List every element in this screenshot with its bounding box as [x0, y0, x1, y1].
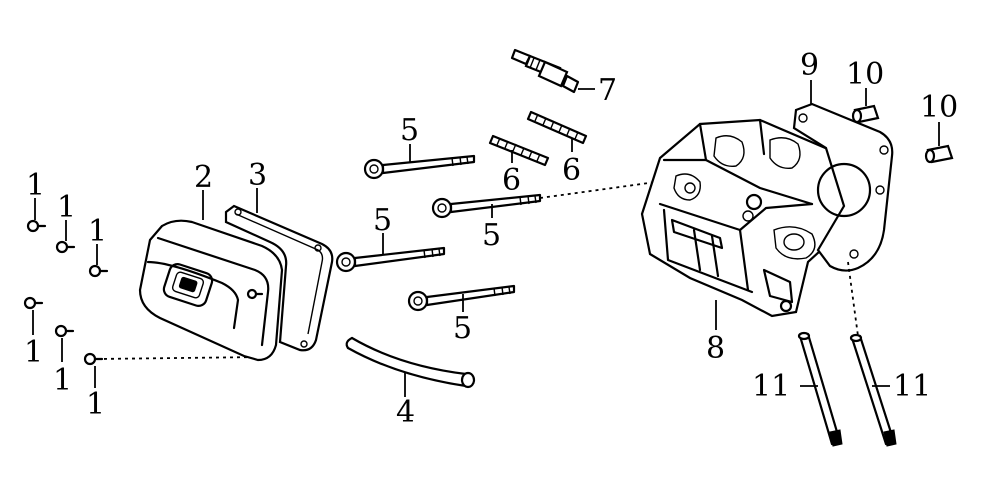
- callout-5c: 5: [373, 203, 392, 238]
- bolt-1c: [88, 264, 109, 278]
- head-bolt-5a: [363, 154, 476, 180]
- push-rod-11b: [849, 333, 897, 447]
- callout-6b: 6: [562, 153, 581, 188]
- stud-6b: [526, 110, 588, 145]
- dowel-pin-10b: [924, 144, 954, 164]
- spark-plug: [510, 48, 595, 94]
- cylinder-head: [640, 118, 850, 330]
- callout-1e: 1: [53, 363, 72, 398]
- bolt-1e: [54, 324, 75, 338]
- callout-2: 2: [194, 160, 213, 195]
- head-bolts: [335, 144, 657, 312]
- callout-1d: 1: [24, 335, 43, 370]
- studs: [488, 110, 588, 167]
- callout-6a: 6: [502, 163, 521, 198]
- callout-7: 7: [598, 73, 617, 108]
- bolt-1d: [23, 296, 44, 310]
- callout-1f: 1: [86, 387, 105, 422]
- callout-9: 9: [800, 48, 819, 83]
- bolt-1a: [26, 219, 47, 233]
- callout-4: 4: [396, 395, 415, 430]
- bolt-1-group: [23, 198, 263, 388]
- callout-10b: 10: [920, 90, 958, 125]
- callout-5d: 5: [453, 311, 472, 346]
- breather-tube: [345, 336, 476, 397]
- head-gasket: [792, 80, 894, 337]
- push-rods: [797, 331, 897, 447]
- callout-11a: 11: [752, 369, 790, 404]
- callout-10a: 10: [846, 57, 884, 92]
- dowel-pin-10a: [851, 104, 880, 124]
- valve-cover: [138, 190, 284, 362]
- callout-5a: 5: [400, 113, 419, 148]
- head-bolt-5d: [407, 284, 516, 312]
- bolt-1b: [55, 240, 76, 254]
- head-bolt-5c: [335, 246, 446, 273]
- callout-5b: 5: [482, 218, 501, 253]
- callout-8: 8: [706, 331, 725, 366]
- callout-1a: 1: [26, 168, 45, 203]
- stud-6a: [488, 134, 550, 167]
- head-bolt-5b: [431, 193, 542, 219]
- gasket: [224, 188, 334, 352]
- dowel-pins: [851, 88, 954, 164]
- callout-1c: 1: [88, 214, 107, 249]
- callout-3: 3: [248, 158, 267, 193]
- callout-1b: 1: [57, 190, 76, 225]
- push-rod-11a: [797, 331, 843, 447]
- callout-11b: 11: [893, 369, 931, 404]
